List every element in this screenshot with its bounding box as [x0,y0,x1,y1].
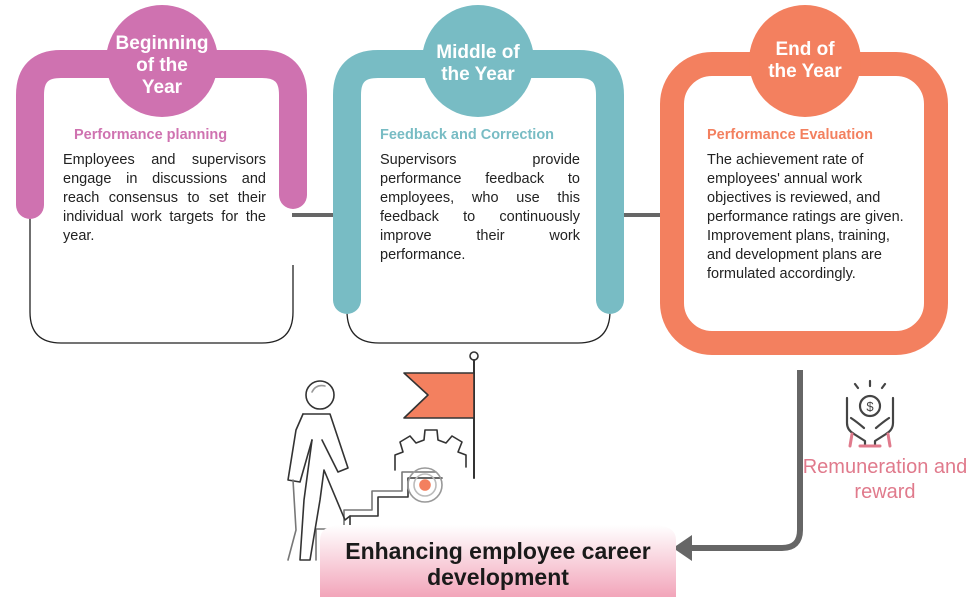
stage-box-middle [346,290,611,344]
stage-heading-beginning: Performance planning [74,127,228,143]
reward-label: Remuneration and reward [802,456,968,503]
stage-circle-end [749,5,861,117]
goal-label: Enhancing employee career development [345,538,651,590]
stage-circle-beginning [106,5,218,117]
stage-description-end: The achievement rate of employees' annua… [707,152,904,282]
stage-circle-middle [422,5,534,117]
goal-badge [320,525,676,597]
stage-box-beginning [29,130,294,344]
arrow-head [673,535,692,561]
svg-text:$: $ [866,399,874,414]
stage-description-beginning: Employees and supervisors engage in disc… [63,152,266,244]
flow-arrow [690,370,803,551]
stage-description-middle: Supervisors provide performance feedback… [380,152,580,263]
stage-title-end: End of the Year [768,39,842,82]
stage-title-beginning: Beginning of the Year [115,33,209,98]
stage-title-middle: Middle of the Year [436,42,520,85]
coin-hands-icon: $ [845,379,895,448]
stage-heading-end: Performance Evaluation [707,127,873,143]
stage-heading-middle: Feedback and Correction [380,127,555,143]
